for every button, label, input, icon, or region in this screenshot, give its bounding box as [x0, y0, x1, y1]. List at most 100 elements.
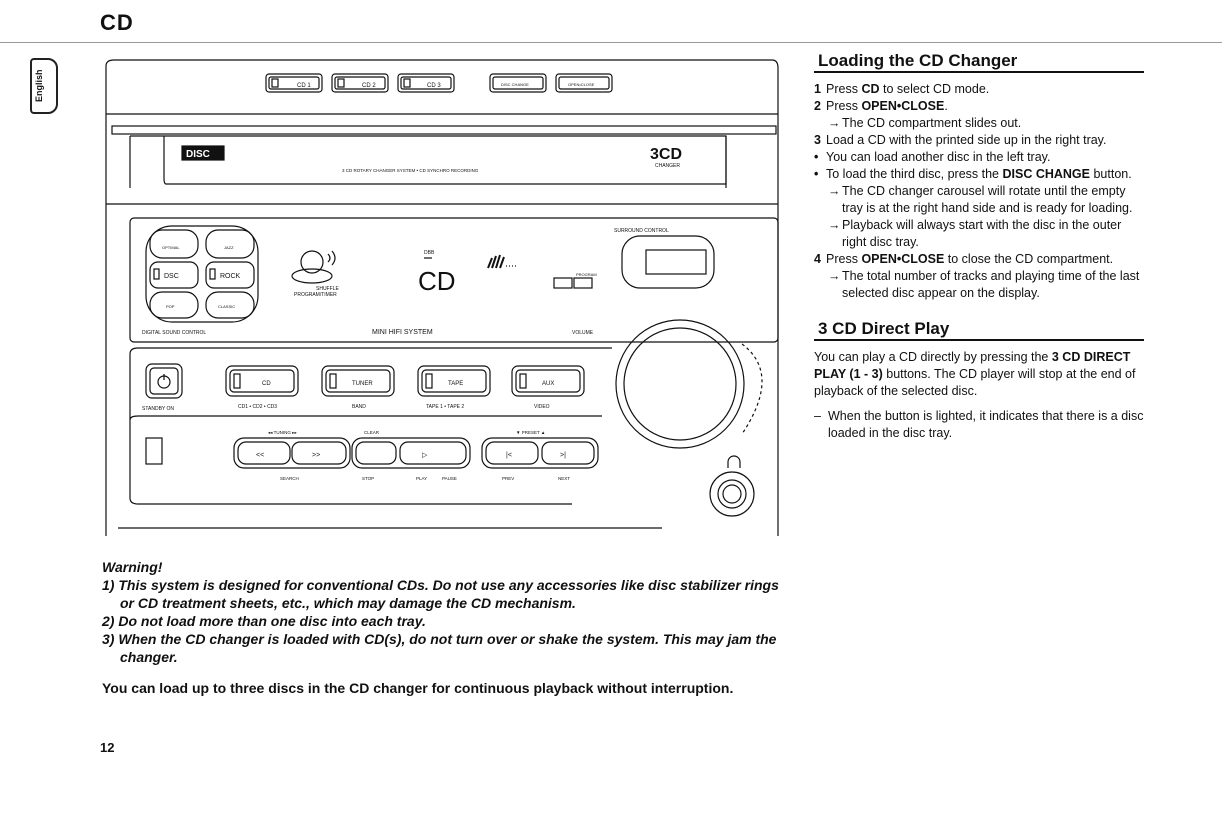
standby-button — [145, 363, 183, 399]
mini-hifi-label: MINI HIFI SYSTEM — [372, 329, 433, 336]
language-tab: English — [30, 58, 58, 114]
headphone-jack-switch — [145, 437, 163, 465]
arrow-icon: → — [828, 218, 841, 232]
disc-change-button: DISC CHANGE — [489, 73, 547, 93]
svg-text:SEARCH: SEARCH — [280, 476, 299, 481]
brand-3cd: 3CD — [650, 146, 682, 163]
svg-text:|<: |< — [506, 452, 512, 459]
dbb-label: DBB — [424, 250, 435, 256]
top-rule — [0, 42, 1222, 43]
bullet-2-result-2: →Playback will always start with the dis… — [828, 218, 1122, 249]
shuffle-label: SHUFFLE — [316, 286, 339, 292]
svg-text:DSC: DSC — [164, 273, 179, 280]
svg-text:STOP: STOP — [362, 476, 374, 481]
svg-text:OPTIMAL: OPTIMAL — [162, 245, 180, 250]
language-tab-label: English — [34, 69, 44, 102]
step-2-result: →The CD compartment slides out. — [828, 116, 1022, 130]
arrow-icon: → — [828, 116, 841, 130]
volume-label: VOLUME — [572, 330, 594, 336]
svg-text:▷: ▷ — [422, 452, 428, 459]
warning-item: 1) This system is designed for conventio… — [102, 577, 779, 611]
dsc-button-group: OPTIMAL JAZZ DSC ROCK POP CLASSIC — [145, 225, 259, 323]
program-timer-label: PROGRAM/TIMER — [294, 292, 337, 298]
svg-text:AUX: AUX — [542, 381, 554, 387]
svg-text:BAND: BAND — [352, 404, 366, 410]
tray-button-cd3: CD 3 — [397, 73, 455, 93]
direct-play-note: –When the button is lighted, it indicate… — [814, 409, 1144, 440]
heading-direct-play: 3 CD Direct Play — [814, 320, 1144, 341]
svg-text:>>: >> — [312, 452, 320, 459]
bullet-1: •You can load another disc in the left t… — [814, 150, 1051, 164]
svg-text:DISC CHANGE: DISC CHANGE — [501, 82, 529, 87]
arrow-icon: → — [828, 184, 841, 198]
warning-item: 3) When the CD changer is loaded with CD… — [102, 631, 777, 665]
svg-text:TAPE 1 • TAPE 2: TAPE 1 • TAPE 2 — [426, 404, 464, 410]
svg-text:▼ PRESET ▲: ▼ PRESET ▲ — [516, 430, 545, 435]
svg-text:PREV: PREV — [502, 476, 514, 481]
svg-text:PLAY: PLAY — [416, 476, 427, 481]
standby-label: STANDBY ON — [142, 406, 174, 412]
cd-drawer — [130, 135, 727, 185]
arrow-icon: → — [828, 269, 841, 283]
svg-text:TUNER: TUNER — [352, 381, 373, 387]
headphone-icon — [727, 455, 741, 468]
svg-text:VIDEO: VIDEO — [534, 404, 550, 410]
device-outline — [105, 59, 779, 536]
source-button-cd: CD — [225, 365, 299, 397]
svg-text:<<: << — [256, 452, 264, 459]
device-illustration: CD 1 CD 2 CD 3 DISC CHANGE OPEN•CLOSE DI… — [102, 58, 782, 538]
open-close-button: OPEN•CLOSE — [555, 73, 613, 93]
shuffle-icon — [291, 250, 336, 284]
svg-text:OPEN•CLOSE: OPEN•CLOSE — [568, 82, 595, 87]
search-buttons: << >> — [233, 437, 351, 469]
volume-knob — [615, 319, 763, 449]
warning-title: Warning! — [102, 559, 163, 575]
tray-label-cd3: CD 3 — [427, 83, 441, 89]
svg-text:TAPE: TAPE — [448, 381, 463, 387]
bullet-2-result-1: →The CD changer carousel will rotate unt… — [828, 184, 1133, 215]
svg-text:CLASSIC: CLASSIC — [218, 304, 235, 309]
section-title: CD — [100, 10, 134, 35]
svg-text:PAUSE: PAUSE — [442, 476, 457, 481]
svg-text:CLEAR: CLEAR — [364, 430, 380, 435]
prev-next-buttons: |< >| — [481, 437, 599, 469]
display-panel — [129, 217, 779, 343]
svg-text:CD1 • CD2 • CD3: CD1 • CD2 • CD3 — [238, 404, 277, 410]
svg-text:POP: POP — [166, 304, 175, 309]
program-label: PROGRAM — [576, 272, 597, 277]
surround-control-label: SURROUND CONTROL — [614, 228, 669, 234]
svg-text:DISC: DISC — [186, 149, 210, 160]
source-button-tape: TAPE — [417, 365, 491, 397]
level-meter-icon — [487, 254, 516, 269]
warning-block: Warning! 1) This system is designed for … — [102, 558, 792, 666]
headphone-socket — [709, 471, 755, 517]
device-tagline: 3 CD ROTARY CHANGER SYSTEM • CD SYNCHRO … — [342, 168, 479, 173]
svg-text:CD: CD — [262, 381, 271, 387]
warning-item: 2) Do not load more than one disc into e… — [102, 613, 426, 629]
heading-loading: Loading the CD Changer — [814, 52, 1144, 73]
svg-text:>|: >| — [560, 452, 566, 459]
tray-label-cd2: CD 2 — [362, 83, 376, 89]
step-4-result: →The total number of tracks and playing … — [828, 269, 1140, 300]
tray-button-cd1: CD 1 — [265, 73, 323, 93]
summary-text: You can load up to three discs in the CD… — [102, 680, 734, 696]
tray-button-cd2: CD 2 — [331, 73, 389, 93]
bullet-2: •To load the third disc, press the DISC … — [814, 167, 1132, 181]
stop-play-buttons: ▷ — [351, 437, 471, 469]
svg-text:NEXT: NEXT — [558, 476, 570, 481]
page-number: 12 — [100, 740, 115, 755]
svg-text:JAZZ: JAZZ — [224, 245, 234, 250]
tray-label-cd1: CD 1 — [297, 83, 311, 89]
source-button-tuner: TUNER — [321, 365, 395, 397]
display-text: CD — [418, 266, 456, 296]
disc-logo — [181, 145, 225, 161]
digital-sound-control-label: DIGITAL SOUND CONTROL — [142, 330, 206, 336]
svg-text:ROCK: ROCK — [220, 273, 241, 280]
source-button-aux: AUX — [511, 365, 585, 397]
svg-text:◂◂ TUNING ▸▸: ◂◂ TUNING ▸▸ — [268, 430, 297, 435]
